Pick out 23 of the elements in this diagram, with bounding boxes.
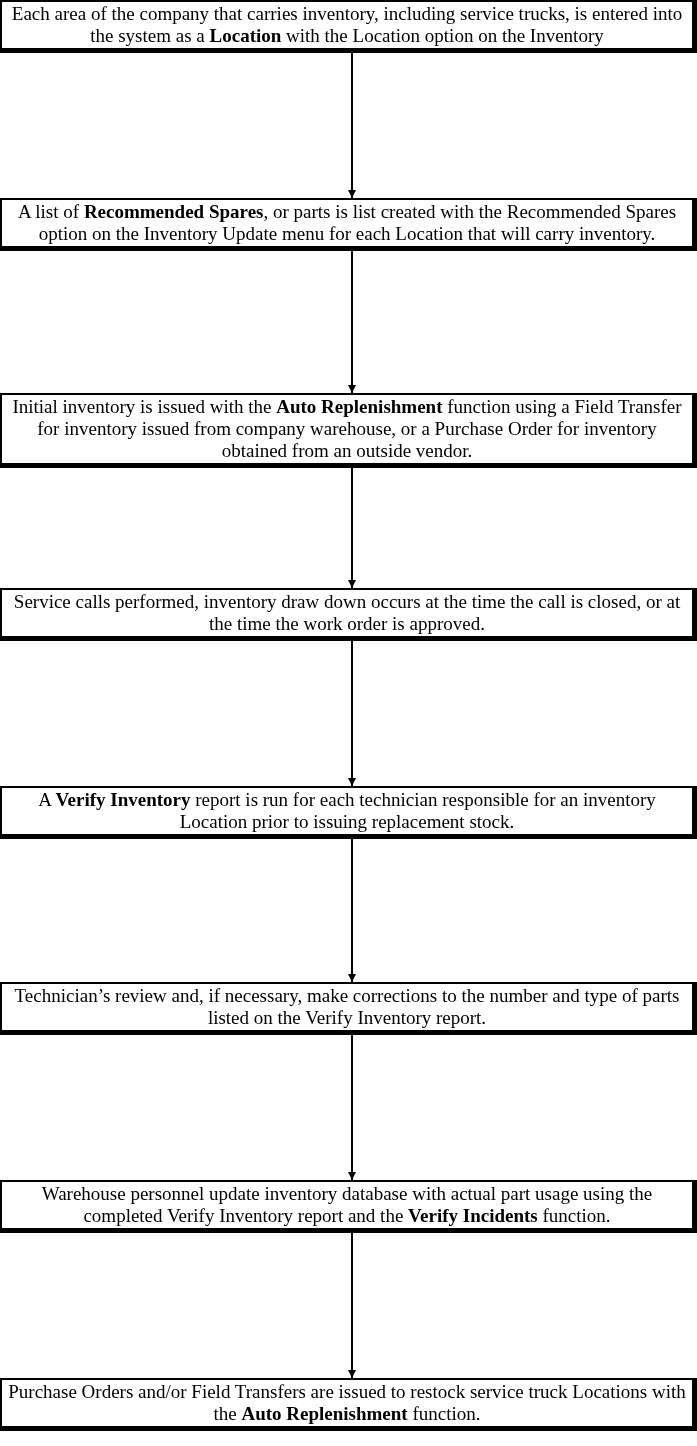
step-text: Initial inventory is issued with the Auto Replenishment function using a Field Transfer for inventory issued from company warehouse, or a Purchase Order for inventory obtained from an outside vendor. bbox=[11, 396, 683, 462]
step-text: A Verify Inventory report is run for each technician responsible for an inventory Location prior to issuing replacement stock. bbox=[37, 789, 657, 833]
arrow bbox=[348, 467, 356, 589]
process-box bbox=[0, 982, 697, 1035]
process-box bbox=[0, 0, 697, 53]
step-text: Warehouse personnel update inventory database with actual part usage using the completed Verify Inventory report and the Verify Incidents function. bbox=[40, 1183, 654, 1227]
process-box bbox=[0, 393, 697, 468]
process-box bbox=[0, 1180, 697, 1233]
step-text: Technician’s review and, if necessary, make corrections to the number and type of parts listed on the Verify Inventory report. bbox=[13, 985, 681, 1029]
process-box bbox=[0, 198, 697, 251]
step-text: Service calls performed, inventory draw down occurs at the time the call is closed, or at the time the work order is approved. bbox=[12, 591, 682, 635]
process-box bbox=[0, 1378, 697, 1431]
arrow bbox=[348, 52, 356, 199]
arrow bbox=[348, 1232, 356, 1379]
arrow bbox=[348, 640, 356, 787]
process-box bbox=[0, 588, 697, 641]
step-text: A list of Recommended Spares, or parts is list created with the Recommended Spares option on the Inventory Update menu for each Location that will carry inventory. bbox=[16, 201, 678, 245]
arrow bbox=[348, 1034, 356, 1181]
arrow bbox=[348, 838, 356, 983]
step-text: Purchase Orders and/or Field Transfers are issued to restock service truck Locations with the Auto Replenishment function. bbox=[7, 1381, 687, 1425]
step-text: Each area of the company that carries inventory, including service trucks, is entered into the system as a Location with the Location option on the Inventory bbox=[10, 3, 684, 47]
arrow bbox=[348, 250, 356, 394]
process-box bbox=[0, 786, 697, 839]
